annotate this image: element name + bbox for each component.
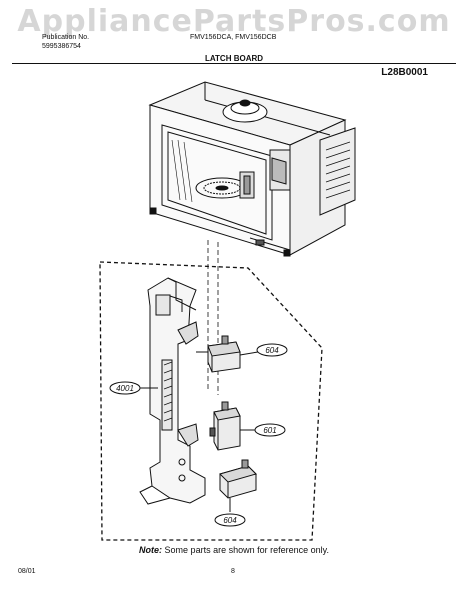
section-title: LATCH BOARD [204,54,264,63]
callout-latch-board: 4001 [116,384,134,393]
figure-code: L28B0001 [381,67,428,78]
publication-number: 5995386754 [42,43,81,50]
callout-bubble-switch-bottom [214,513,246,527]
watermark-text: AppliancePartsPros.com [17,4,451,39]
callout-switch-top: 604 [265,346,279,355]
header-divider [12,63,456,64]
switch-bottom [219,459,257,499]
publication-label: Publication No. [42,34,90,41]
latch-assembly-boundary [99,261,323,541]
model-numbers: FMV156DCA, FMV156DCB [190,34,277,41]
latch-board [139,277,206,505]
switch-top-leader [239,351,259,356]
callout-bubble-switch-middle [254,423,286,437]
callout-switch-bottom: 604 [223,516,237,525]
footer-date: 08/01 [18,568,36,575]
callout-bubble-latch-board [109,381,141,395]
guide-lines [207,240,219,395]
microwave-cabinet [148,81,356,257]
switch-top [196,335,241,373]
reference-note: Note: Some parts are shown for reference… [0,545,468,555]
callout-bubble-switch-top [256,343,288,357]
footer-page: 8 [231,568,235,575]
callout-switch-middle: 601 [263,426,276,435]
note-text: Some parts are shown for reference only. [164,545,329,555]
note-prefix: Note: [139,545,163,555]
switch-middle [209,401,241,451]
